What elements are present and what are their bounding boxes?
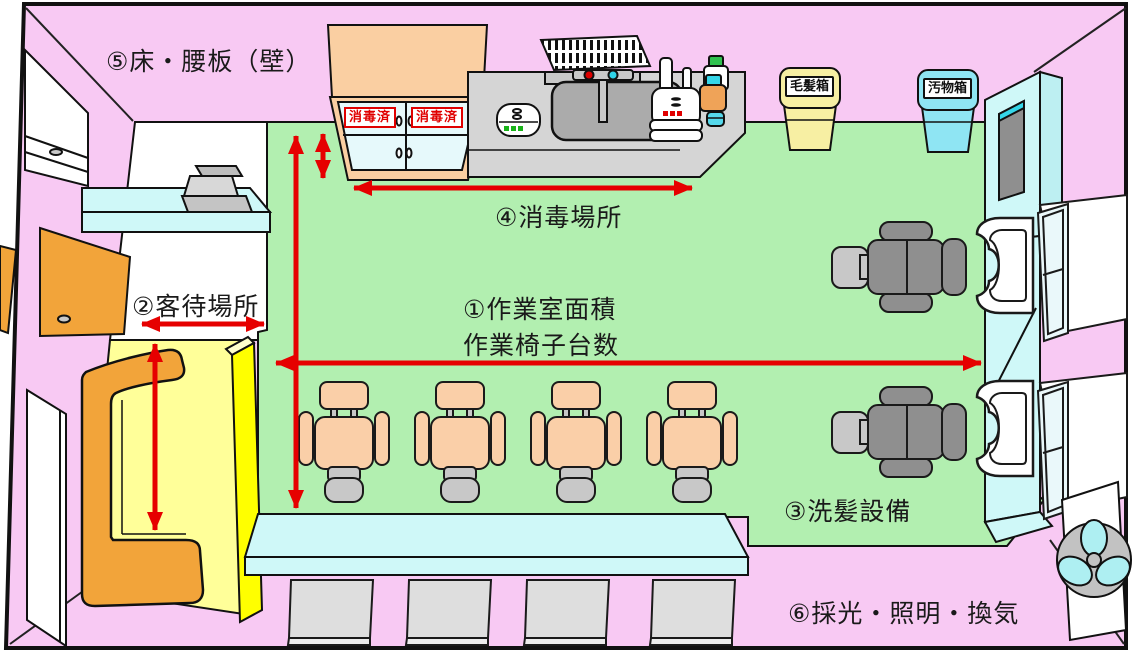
cash-register [180,165,254,213]
ventilation-fan [1056,480,1132,642]
label-waiting-area: ②客待場所 [132,292,260,321]
waste-box-label: 汚物箱 [923,78,973,99]
label-shampoo-equipment: ③洗髪設備 [784,497,912,526]
mirror-panel [649,579,736,646]
entrance-door [39,226,132,338]
label-floor-wainscot: ⑤床・腰板（壁） [106,47,312,76]
door-edge-outside [0,244,18,335]
sterilizer-pot [496,103,541,137]
drain-rack [539,34,652,72]
disinfected-stamp: 消毒済 [344,107,397,128]
label-work-area: ①作業室面積 作業椅子台数 [463,292,619,364]
towel-cabinet [1037,194,1128,342]
mirror-panel [405,579,492,646]
disinfected-stamp: 消毒済 [411,107,464,128]
label-disinfection-area: ④消毒場所 [495,203,623,232]
bottles [699,55,729,127]
waiting-sofa [80,348,205,608]
left-window [24,47,89,188]
label-lighting-ventilation: ⑥採光・照明・換気 [788,599,1020,628]
sterilized-cabinet [326,24,489,181]
label-work-area-line2: 作業椅子台数 [463,331,620,360]
mirror-panel [287,579,374,646]
hair-box-label: 毛髪箱 [785,76,835,97]
styling-counter [243,513,750,576]
mirror-panel [523,579,610,646]
label-work-area-line1: ①作業室面積 [463,295,617,324]
left-door-panel [26,388,67,648]
faucet [572,69,634,123]
